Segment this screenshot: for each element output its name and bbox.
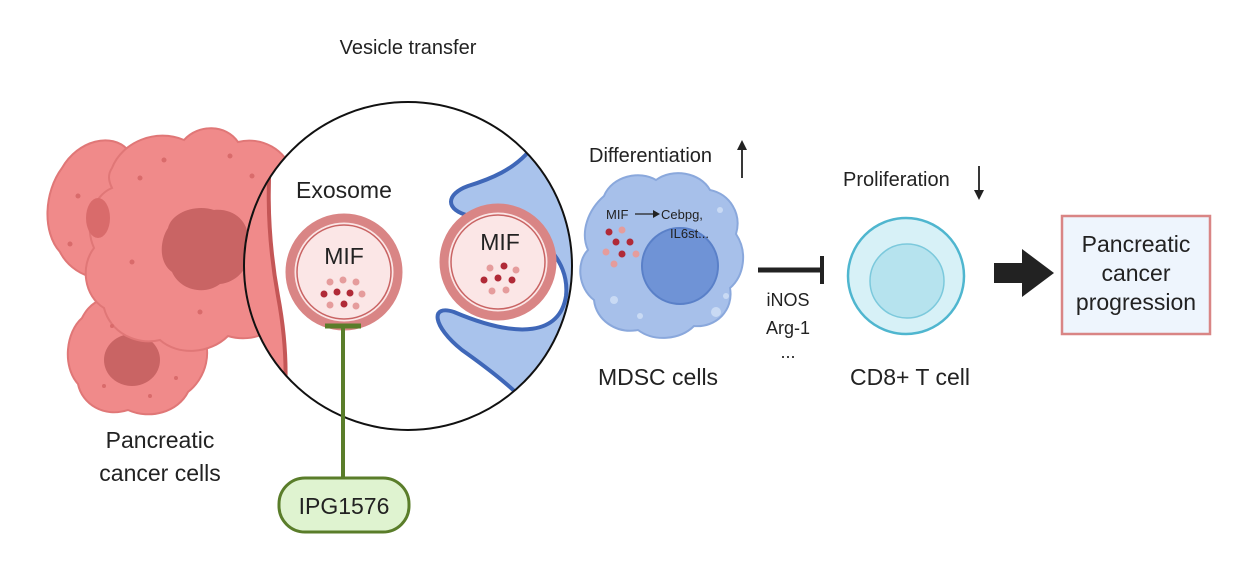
proliferation-label: Proliferation <box>843 169 950 191</box>
cancer-cell-main-nucleus <box>161 208 250 291</box>
vesicle-transfer-label: Vesicle transfer <box>340 37 477 59</box>
cd8-t-cell-label: CD8+ T cell <box>850 364 970 390</box>
ipg1576-inhibitor: IPG1576 <box>277 476 411 534</box>
zoom-circle-outline <box>243 101 573 431</box>
exosome-left-particles <box>320 276 366 310</box>
exosome-label: Exosome <box>296 177 392 203</box>
il6st-label: IL6st... <box>670 226 709 241</box>
progression-box <box>1060 214 1212 336</box>
mdsc-nucleus <box>641 227 719 305</box>
pancreatic-cancer-cells-label-line1: Pancreatic <box>106 427 215 453</box>
exosome-left-mif-label: MIF <box>324 243 364 269</box>
progression-arrow-head <box>1022 249 1054 297</box>
cd8-t-cell: Proliferation CD8+ T cell <box>843 166 984 390</box>
cebpg-label: Cebpg, <box>661 207 703 222</box>
inos-label: iNOS <box>766 290 809 310</box>
exosome-right-mif-label: MIF <box>480 229 520 255</box>
ipg1576-pill <box>277 476 411 534</box>
progression: Pancreatic cancer progression <box>994 214 1212 336</box>
ipg1576-label: IPG1576 <box>299 493 390 519</box>
mdsc-cell: MIF Cebpg, IL6st... Differentiation MDSC… <box>579 140 747 390</box>
mdsc-particles <box>602 226 640 268</box>
cancer-cell-main-nucleus-dark <box>86 198 110 238</box>
exosome-right: MIF <box>439 203 557 321</box>
progression-label-line3: progression <box>1076 289 1196 315</box>
progression-label-line2: cancer <box>1101 260 1170 286</box>
exosome-left: MIF <box>285 213 403 331</box>
mdsc-membrane-cup <box>435 102 572 430</box>
suppression-arrow: iNOS Arg-1 ... <box>758 256 824 362</box>
differentiation-label: Differentiation <box>589 145 712 167</box>
progression-arrow-shaft <box>994 263 1024 283</box>
arg1-label: Arg-1 <box>766 318 810 338</box>
mdsc-vacuoles <box>610 207 729 319</box>
cancer-cell-bottom-nucleus <box>104 334 160 386</box>
vesicle-transfer-zoom: Vesicle transfer Exosome MIF MIF <box>243 37 573 480</box>
pancreatic-cancer-cells-label-line2: cancer cells <box>99 460 220 486</box>
mdsc-mif-arrow-head <box>653 210 660 218</box>
exosome-right-particles <box>480 262 520 295</box>
proliferation-down-arrow-head <box>974 190 984 200</box>
mdsc-cells-label: MDSC cells <box>598 364 718 390</box>
ellipsis-label: ... <box>780 342 795 362</box>
progression-label-line1: Pancreatic <box>1082 231 1191 257</box>
cd8-t-cell-nucleus <box>869 243 945 319</box>
differentiation-up-arrow-head <box>737 140 747 150</box>
mdsc-mif-label: MIF <box>606 207 628 222</box>
